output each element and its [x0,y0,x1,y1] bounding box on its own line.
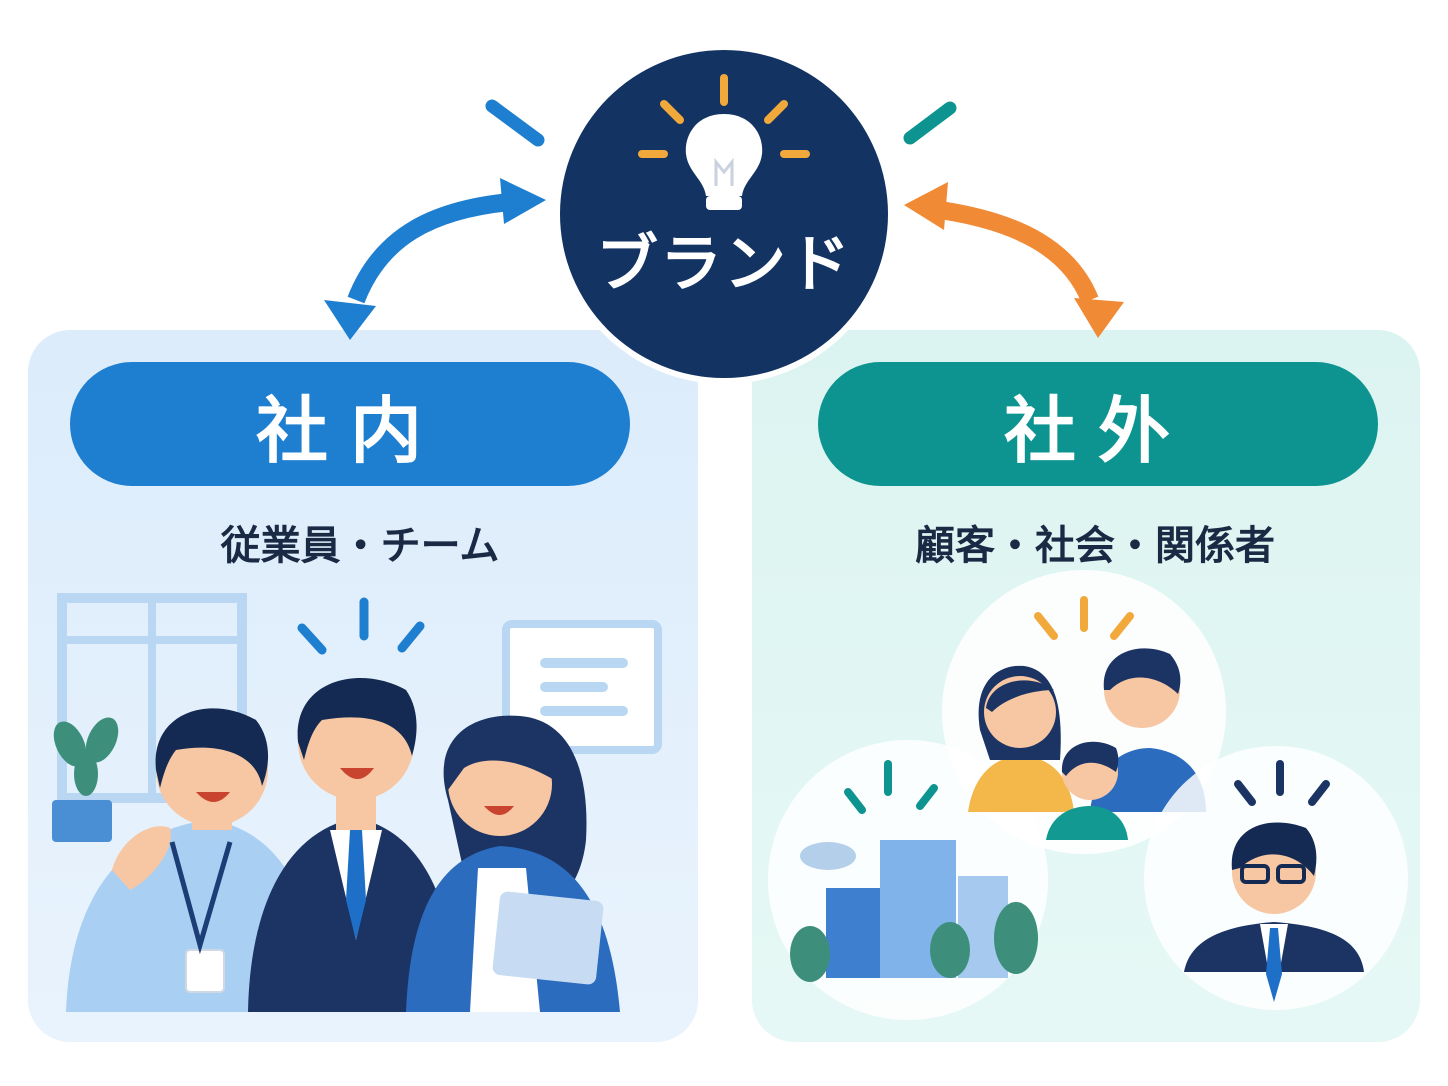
employee-man-2 [248,678,458,1012]
family-child [1046,741,1128,840]
internal-subtitle: 従業員・チーム [220,523,500,569]
community-scene [768,570,1408,1020]
external-subtitle: 顧客・社会・関係者 [915,523,1275,569]
office-scene [52,593,662,1012]
employee-woman [406,715,620,1012]
brand-label: ブランド [595,227,852,300]
left-deco-dash [485,99,545,147]
external-title: 社外 [818,362,1378,486]
internal-title: 社内 [70,362,630,486]
partner-businessman [1184,822,1364,1002]
family-mother [968,665,1074,812]
internal-arrow [324,178,546,340]
right-deco-dash [903,101,957,145]
building-1 [826,888,880,978]
external-arrow [904,182,1124,338]
plant [52,717,119,842]
